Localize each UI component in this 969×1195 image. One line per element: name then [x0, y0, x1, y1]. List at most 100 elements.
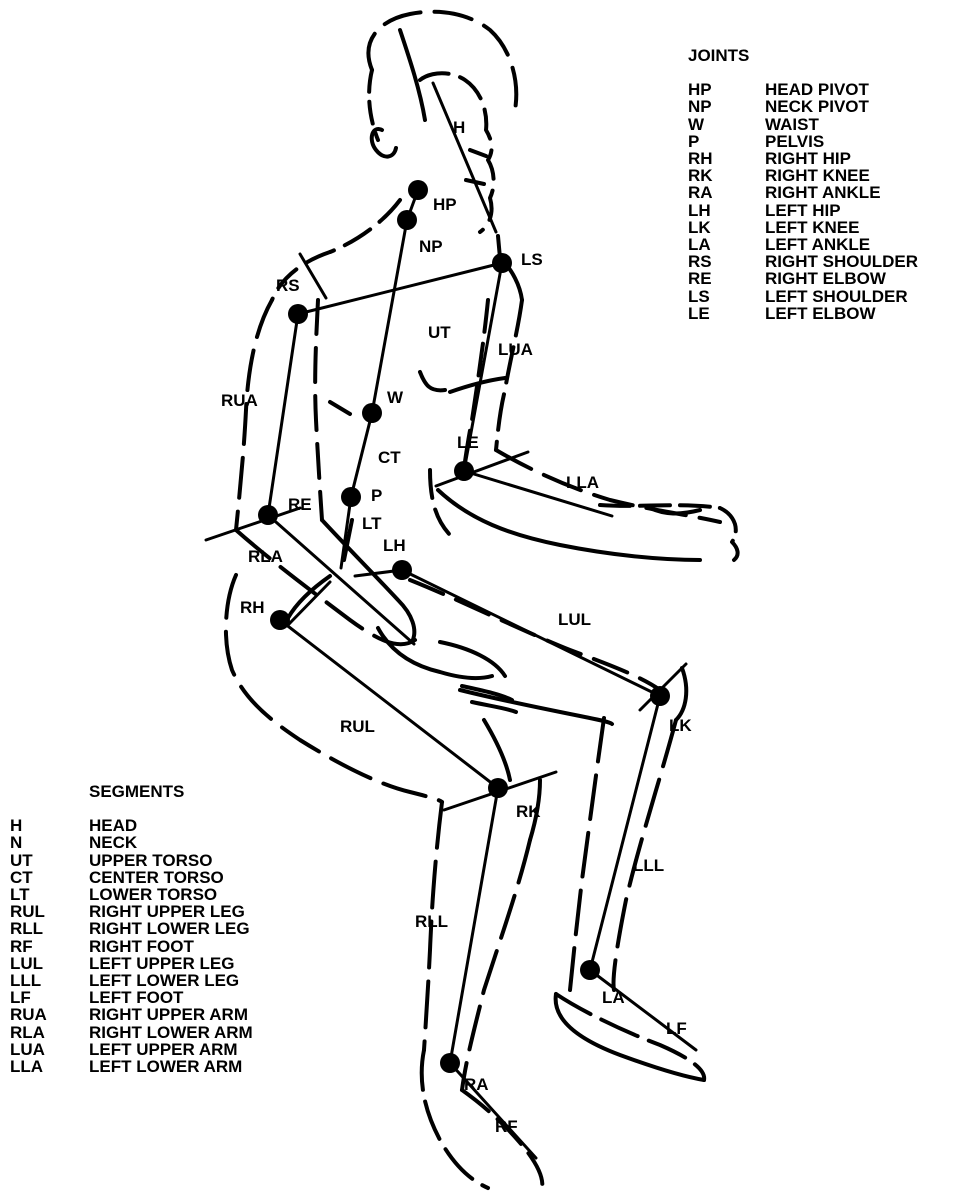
segment-name: RIGHT UPPER ARM	[89, 1006, 248, 1023]
joint-code: RE	[688, 270, 765, 287]
label-lua: LUA	[498, 340, 533, 359]
joint-code: LK	[688, 219, 765, 236]
segment-name: CENTER TORSO	[89, 869, 224, 886]
joint-name: RIGHT ANKLE	[765, 184, 881, 201]
segment-code: LT	[10, 886, 89, 903]
label-hp: HP	[433, 195, 457, 214]
label-ut: UT	[428, 323, 451, 342]
body-outline	[226, 12, 738, 1192]
legend-row: RUARIGHT UPPER ARM	[10, 1006, 253, 1023]
segment-name: UPPER TORSO	[89, 852, 212, 869]
legend-row: LALEFT ANKLE	[688, 236, 918, 253]
joint-right-knee	[488, 778, 508, 798]
label-lf: LF	[666, 1019, 687, 1038]
joint-code: HP	[688, 81, 765, 98]
segment-name: LEFT LOWER LEG	[89, 972, 239, 989]
legend-row: LFLEFT FOOT	[10, 989, 253, 1006]
label-np: NP	[419, 237, 443, 256]
label-lk: LK	[669, 716, 692, 735]
label-rll: RLL	[415, 912, 448, 931]
joint-name: HEAD PIVOT	[765, 81, 869, 98]
segment-code: LLA	[10, 1058, 89, 1075]
joint-code: P	[688, 133, 765, 150]
joint-left-hip	[392, 560, 412, 580]
segment-code: CT	[10, 869, 89, 886]
joint-head-pivot	[408, 180, 428, 200]
joint-name: WAIST	[765, 116, 819, 133]
segment-name: NECK	[89, 834, 137, 851]
segment-name: RIGHT LOWER LEG	[89, 920, 250, 937]
segment-name: LEFT FOOT	[89, 989, 183, 1006]
joint-pelvis	[341, 487, 361, 507]
segment-name: LOWER TORSO	[89, 886, 217, 903]
label-h: H	[453, 118, 465, 137]
segment-code: RLA	[10, 1024, 89, 1041]
joint-name: RIGHT HIP	[765, 150, 851, 167]
joint-name: NECK PIVOT	[765, 98, 869, 115]
label-la: LA	[602, 988, 625, 1007]
label-rul: RUL	[340, 717, 375, 736]
segment-code: LF	[10, 989, 89, 1006]
joint-name: RIGHT ELBOW	[765, 270, 886, 287]
joint-left-ankle	[580, 960, 600, 980]
joint-name: LEFT KNEE	[765, 219, 859, 236]
segments-legend-heading: SEGMENTS	[89, 783, 253, 800]
segment-code: N	[10, 834, 89, 851]
label-ct: CT	[378, 448, 401, 467]
legend-row: RKRIGHT KNEE	[688, 167, 918, 184]
segment-name: RIGHT LOWER ARM	[89, 1024, 253, 1041]
label-lh: LH	[383, 536, 406, 555]
joint-code: LE	[688, 305, 765, 322]
joint-right-ankle	[440, 1053, 460, 1073]
segment-name: RIGHT UPPER LEG	[89, 903, 245, 920]
joint-right-shoulder	[288, 304, 308, 324]
joint-code: LA	[688, 236, 765, 253]
joint-neck-pivot	[397, 210, 417, 230]
link-upper-torso	[372, 220, 407, 413]
joint-code: W	[688, 116, 765, 133]
segment-name: LEFT UPPER LEG	[89, 955, 234, 972]
label-lll: LLL	[633, 856, 664, 875]
segment-name: HEAD	[89, 817, 137, 834]
label-ra: RA	[464, 1075, 489, 1094]
label-lt: LT	[362, 514, 382, 533]
joint-waist	[362, 403, 382, 423]
joint-code: RA	[688, 184, 765, 201]
legend-row: RFRIGHT FOOT	[10, 938, 253, 955]
joint-code: NP	[688, 98, 765, 115]
segment-code: H	[10, 817, 89, 834]
joint-left-elbow	[454, 461, 474, 481]
segment-code: LUA	[10, 1041, 89, 1058]
label-rk: RK	[516, 802, 541, 821]
legend-row: NPNECK PIVOT	[688, 98, 918, 115]
link-right-elbow-tick	[206, 508, 300, 540]
segment-code: UT	[10, 852, 89, 869]
joint-left-knee	[650, 686, 670, 706]
joint-code: RH	[688, 150, 765, 167]
legend-row: LLALEFT LOWER ARM	[10, 1058, 253, 1075]
joint-left-shoulder	[492, 253, 512, 273]
label-le: LE	[457, 433, 479, 452]
link-left-foot	[590, 970, 696, 1050]
segment-code: RF	[10, 938, 89, 955]
legend-row: RULRIGHT UPPER LEG	[10, 903, 253, 920]
segment-code: RLL	[10, 920, 89, 937]
segment-name: LEFT LOWER ARM	[89, 1058, 242, 1075]
label-lla: LLA	[566, 473, 599, 492]
label-rs: RS	[276, 276, 300, 295]
legend-row: WWAIST	[688, 116, 918, 133]
link-right-foot	[450, 1063, 536, 1158]
label-lul: LUL	[558, 610, 591, 629]
joint-name: RIGHT SHOULDER	[765, 253, 918, 270]
joint-code: LS	[688, 288, 765, 305]
